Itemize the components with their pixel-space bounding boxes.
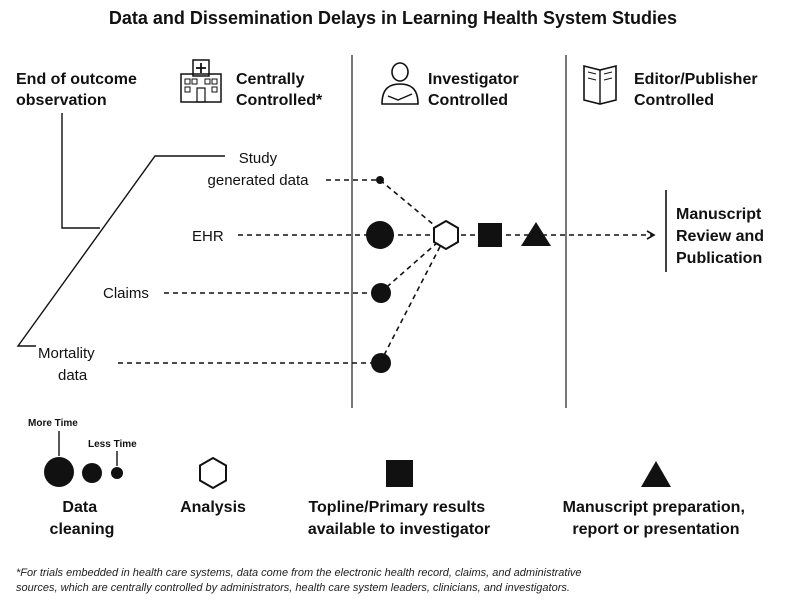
legend-manuscript-triangle [641, 461, 671, 487]
source-mortality-label: Mortality data [38, 345, 99, 384]
hospital-icon [180, 59, 222, 103]
legend-more-time: More Time [28, 418, 78, 429]
legend-medium-circle [82, 463, 102, 483]
diagram-title: Data and Dissemination Delays in Learnin… [109, 8, 677, 28]
outcome-label: Manuscript Review and Publication [676, 206, 768, 267]
legend-less-time: Less Time [88, 439, 137, 450]
legend-small-circle [111, 467, 123, 479]
book-icon [583, 64, 617, 105]
column-header-publisher: Editor/Publisher Controlled [634, 71, 762, 109]
end-of-outcome-label: End of outcome observation [16, 71, 141, 109]
sources-bracket-line [16, 155, 225, 347]
manuscript-triangle [521, 222, 551, 246]
column-header-central: Centrally Controlled* [236, 71, 323, 109]
claims-cleaning-circle [371, 283, 391, 303]
legend-manuscript-label: Manuscript preparation, report or presen… [563, 499, 750, 538]
mortality-to-analysis-line [379, 234, 447, 364]
outcome-bracket-line [61, 113, 100, 229]
legend-analysis-label: Analysis [180, 499, 246, 516]
topline-square [478, 223, 502, 247]
source-study-label: Study generated data [208, 150, 310, 189]
study-cleaning-dot [376, 176, 384, 184]
legend-data-cleaning-label: Data cleaning [50, 499, 115, 538]
person-icon [381, 62, 419, 105]
column-header-investigator: Investigator Controlled [428, 71, 523, 109]
legend-topline-label: Topline/Primary results available to inv… [308, 499, 490, 538]
source-claims-label: Claims [103, 285, 149, 302]
claims-to-analysis-line [379, 234, 447, 294]
mortality-cleaning-circle [371, 353, 391, 373]
ehr-cleaning-circle [366, 221, 394, 249]
footnote: *For trials embedded in health care syst… [16, 567, 585, 594]
legend-large-circle [44, 457, 74, 487]
source-ehr-label: EHR [192, 228, 224, 245]
analysis-hexagon [433, 219, 459, 251]
legend-topline-square [386, 460, 413, 487]
legend-analysis-hexagon [199, 456, 227, 490]
